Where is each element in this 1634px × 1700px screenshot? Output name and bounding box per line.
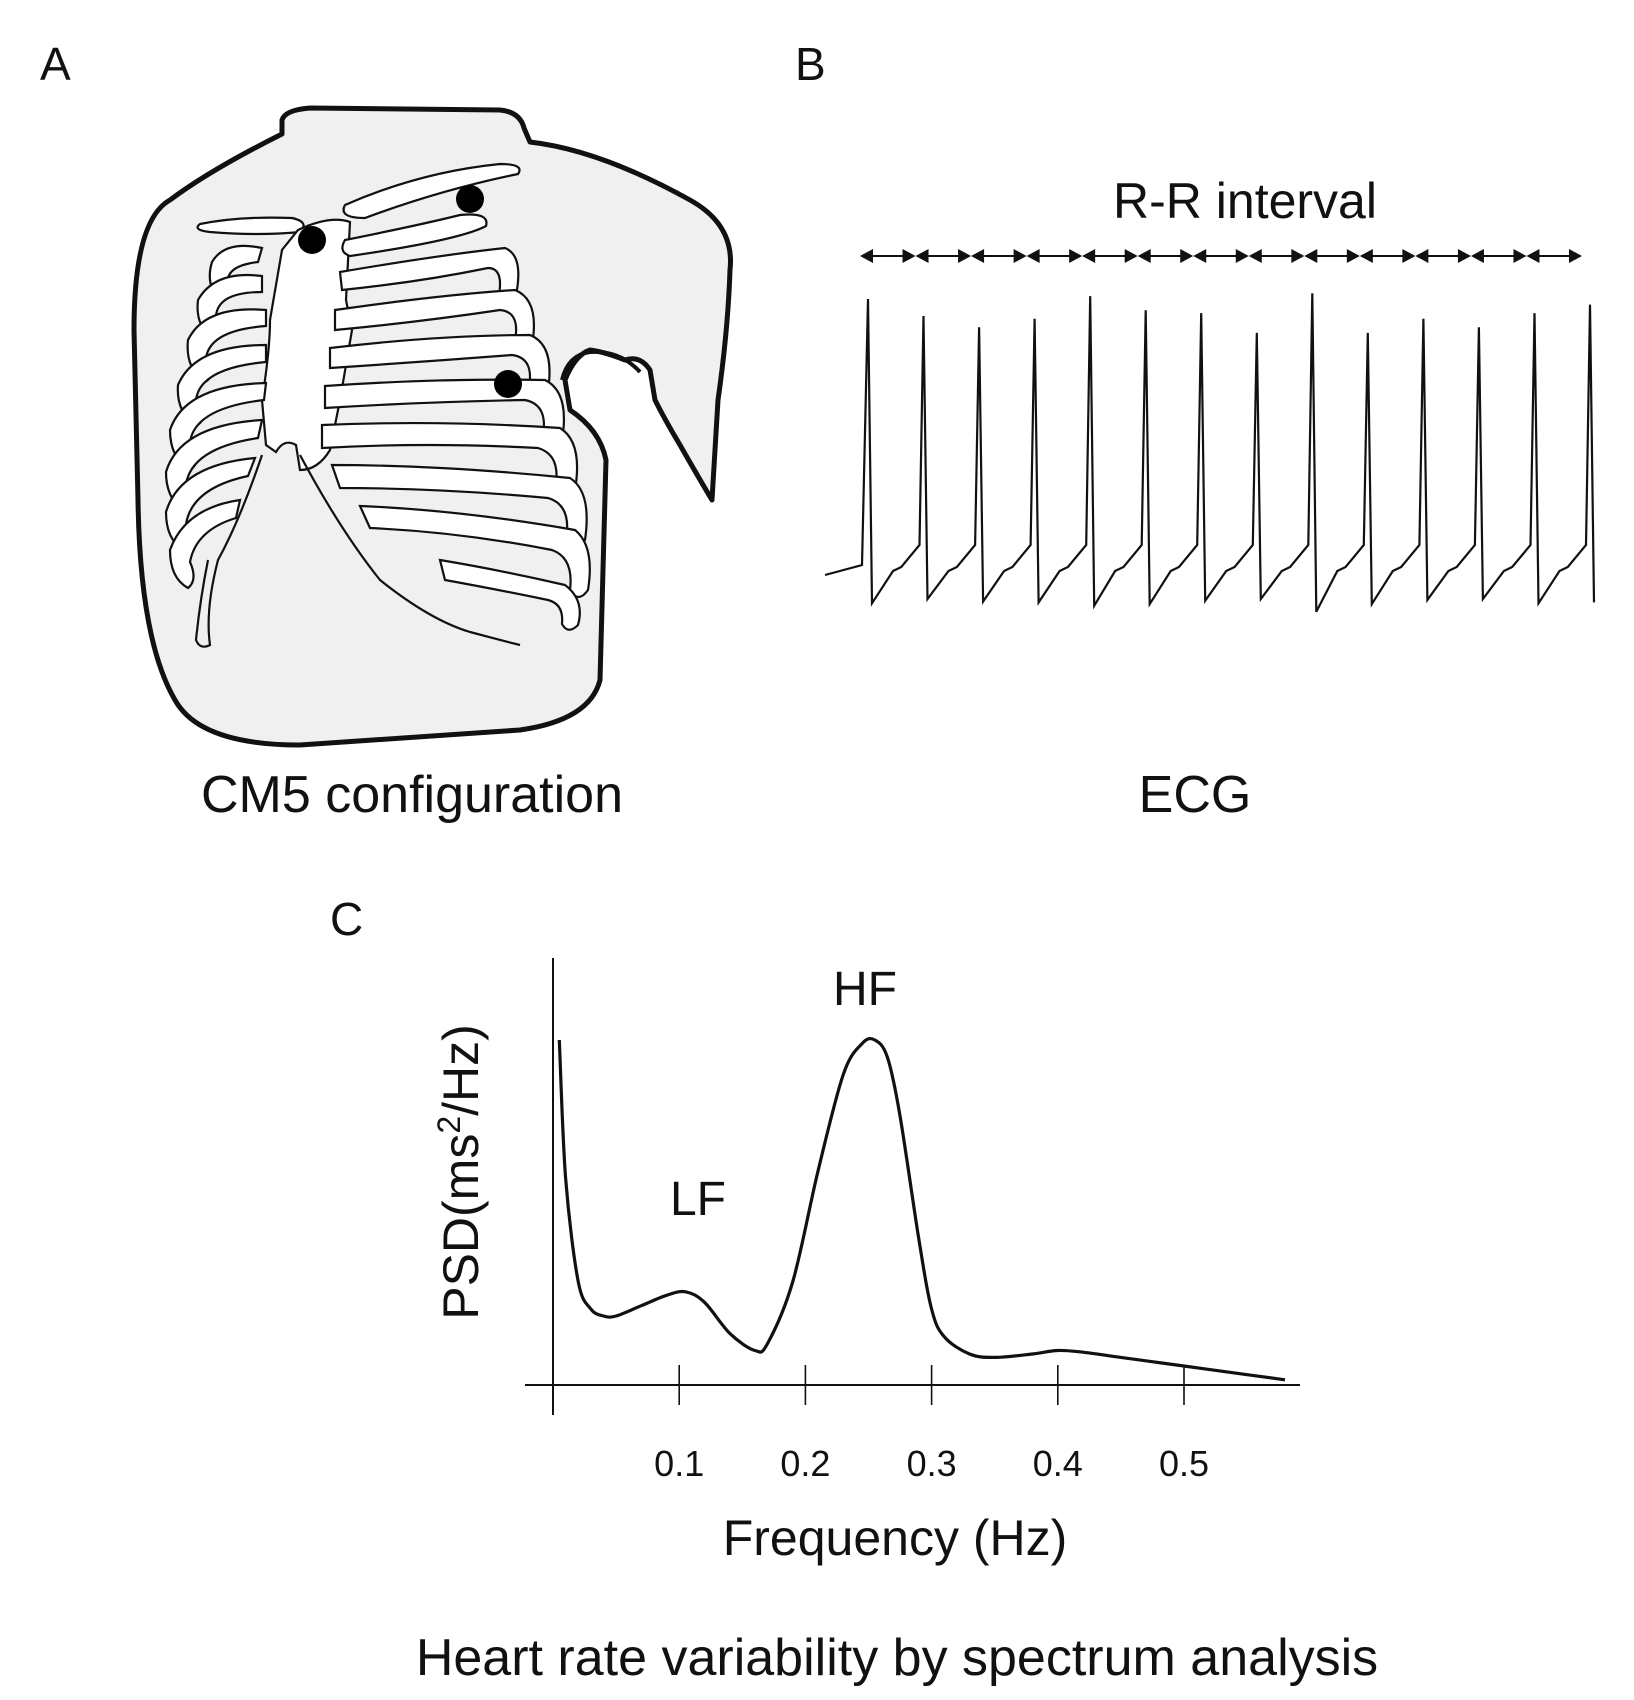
y-axis-label: PSD(ms2/Hz) [431, 1024, 489, 1320]
rr-arrow [1248, 249, 1305, 263]
rr-arrow-head-left [971, 249, 985, 263]
lf-peak-label: LF [670, 1173, 726, 1226]
rr-arrow-head-right [1013, 249, 1027, 263]
shoulder-notch [560, 349, 642, 381]
rr-arrow-head-left [1359, 249, 1373, 263]
rr-arrow-head-left [1137, 249, 1151, 263]
electrode-right-clavicle [456, 185, 484, 213]
rr-arrow-head-right [1346, 249, 1360, 263]
rr-arrow [1082, 249, 1138, 263]
rr-arrow-head-right [1569, 249, 1582, 263]
electrode-v5 [494, 370, 522, 398]
panel-a-letter: A [40, 38, 71, 90]
rr-arrow-head-right [902, 249, 916, 263]
ribs-right [320, 213, 591, 631]
rr-arrow-head-left [1026, 249, 1040, 263]
rr-arrow [1415, 249, 1471, 263]
rr-arrow-head-left [1470, 249, 1484, 263]
panel-b-letter: B [795, 38, 826, 90]
clavicle-right [342, 162, 521, 220]
figure-caption: Heart rate variability by spectrum analy… [416, 1629, 1378, 1687]
rr-arrow [1359, 249, 1416, 263]
x-axis-label: Frequency (Hz) [723, 1510, 1068, 1566]
rr-arrow-head-right [1235, 249, 1249, 263]
panel-c-letter: C [330, 893, 363, 945]
costal-margin [194, 454, 521, 648]
x-tick-label-0.4: 0.4 [1033, 1443, 1083, 1484]
x-tick-label-0.1: 0.1 [654, 1443, 704, 1484]
x-tick-label-0.2: 0.2 [780, 1443, 830, 1484]
x-tick-label-0.5: 0.5 [1159, 1443, 1209, 1484]
x-tick-label-0.3: 0.3 [907, 1443, 957, 1484]
panel-a: A [40, 38, 733, 824]
panel-b-caption: ECG [1139, 766, 1252, 824]
rr-arrow-head-left [1415, 249, 1429, 263]
psd-chart: 0.1 0.2 0.3 0.4 0.5 [525, 958, 1300, 1484]
x-ticks: 0.1 0.2 0.3 0.4 0.5 [654, 1365, 1209, 1484]
ecg-waveform [824, 293, 1596, 613]
rr-arrow-head-right [958, 249, 972, 263]
panel-b: B R-R interval ECG [795, 38, 1596, 824]
rr-arrow [1193, 249, 1249, 263]
rr-arrow [971, 249, 1027, 263]
rr-arrow-head-right [1124, 249, 1138, 263]
rr-arrow-head-left [860, 249, 873, 263]
ribs-left [164, 244, 268, 590]
panel-a-caption: CM5 configuration [201, 766, 623, 824]
rr-arrow-head-left [1526, 249, 1540, 263]
electrode-sternum [298, 226, 326, 254]
rr-arrow-head-left [915, 249, 929, 263]
y-axis-label-superscript: 2 [431, 1116, 467, 1134]
panel-c: C 0.1 0.2 0.3 0.4 0.5 LF HF PSD(ms2/Hz) Freq… [330, 893, 1378, 1687]
rr-arrow-head-left [1193, 249, 1207, 263]
y-axis-label-main: PSD(ms [433, 1134, 489, 1320]
rr-arrow [915, 249, 972, 263]
psd-curve [557, 1036, 1286, 1382]
rr-arrow [860, 249, 916, 263]
rr-arrow-head-left [1304, 249, 1318, 263]
rr-arrow-head-left [1082, 249, 1096, 263]
rr-arrow-head-right [1069, 249, 1083, 263]
rr-arrow-head-right [1180, 249, 1194, 263]
rr-interval-label: R-R interval [1113, 173, 1377, 229]
rr-interval-arrows [860, 249, 1582, 263]
rr-arrow [1026, 249, 1083, 263]
rr-arrow [1526, 249, 1582, 263]
rr-arrow [1304, 249, 1360, 263]
y-axis-label-tail: /Hz) [433, 1024, 489, 1116]
rr-arrow-head-right [1513, 249, 1527, 263]
rr-arrow-head-right [1291, 249, 1305, 263]
rr-arrow [1137, 249, 1194, 263]
rr-arrow-head-left [1248, 249, 1262, 263]
rr-arrow [1470, 249, 1527, 263]
rr-arrow-head-right [1402, 249, 1416, 263]
ecg-trace [824, 293, 1596, 613]
rr-arrow-head-right [1457, 249, 1471, 263]
hf-peak-label: HF [833, 963, 897, 1016]
chest-illustration [131, 105, 733, 748]
